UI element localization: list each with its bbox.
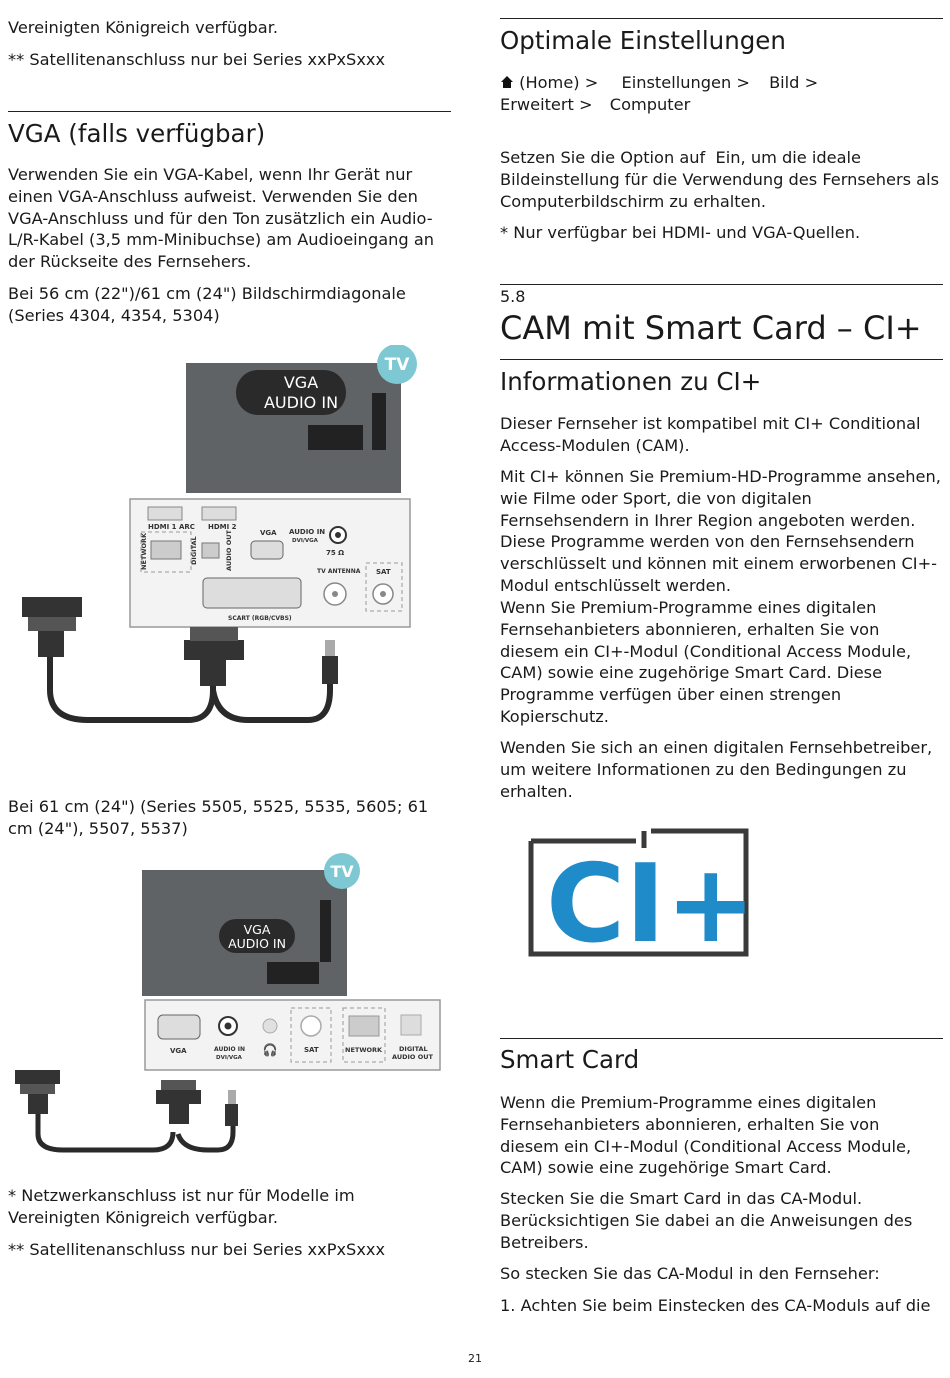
divider	[500, 1038, 943, 1039]
svg-text:VGA: VGA	[170, 1047, 187, 1055]
svg-text:🎧: 🎧	[263, 1043, 278, 1057]
ci-info-paragraph-3: Wenn Sie Premium-Programme eines digital…	[500, 598, 912, 726]
svg-text:DVI/VGA: DVI/VGA	[216, 1055, 243, 1061]
breadcrumb-picture: Bild >	[769, 73, 819, 92]
text-top-2: ** Satellitenanschluss nur bei Series xx…	[8, 50, 386, 69]
svg-text:75 Ω: 75 Ω	[326, 549, 344, 557]
note-satellite: ** Satellitenanschluss nur bei Series xx…	[8, 1240, 386, 1259]
ci-info-heading: Informationen zu CI+	[500, 367, 762, 396]
svg-text:SAT: SAT	[376, 568, 391, 576]
svg-text:VGA: VGA	[260, 529, 277, 537]
divider	[500, 359, 943, 360]
svg-text:HDMI 1 ARC: HDMI 1 ARC	[148, 523, 195, 531]
smart-card-paragraph-1: Wenn die Premium-Programme eines digital…	[500, 1093, 912, 1178]
svg-text:AUDIO IN: AUDIO IN	[228, 936, 286, 951]
svg-text:AUDIO IN: AUDIO IN	[214, 1046, 245, 1053]
smart-card-heading: Smart Card	[500, 1045, 640, 1074]
breadcrumb: (Home) > Einstellungen > Bild >	[500, 72, 818, 94]
svg-text:DIGITAL: DIGITAL	[399, 1045, 428, 1053]
tv-badge	[377, 345, 417, 384]
svg-text:SAT: SAT	[304, 1046, 319, 1054]
svg-text:HDMI 2: HDMI 2	[208, 523, 237, 531]
svg-text:NETWORK: NETWORK	[140, 532, 148, 570]
svg-text:NETWORK: NETWORK	[345, 1046, 383, 1054]
section-number: 5.8	[500, 287, 526, 306]
smart-card-paragraph-3: So stecken Sie das CA-Modul in den Ferns…	[500, 1264, 880, 1283]
svg-text:SCART (RGB/CVBS): SCART (RGB/CVBS)	[228, 615, 292, 622]
breadcrumb-settings: Einstellungen >	[621, 73, 750, 92]
svg-text:DVI/VGA: DVI/VGA	[292, 538, 319, 544]
vga-heading: VGA (falls verfügbar)	[8, 119, 266, 148]
page-number: 21	[468, 1352, 482, 1365]
audio-in-label: AUDIO IN	[264, 393, 338, 412]
svg-text:AUDIO OUT: AUDIO OUT	[392, 1053, 434, 1061]
vga-connection-figure-2: VGA AUDIO IN TV VGA AUDIO IN DVI/VGA 🎧 S…	[15, 853, 441, 1153]
svg-text:VGA: VGA	[244, 922, 271, 937]
breadcrumb-home: (Home) >	[519, 73, 599, 92]
text-top-1: Vereinigten Königreich verfügbar.	[8, 18, 279, 37]
vga-paragraph-1: Verwenden Sie ein VGA-Kabel, wenn Ihr Ge…	[8, 165, 434, 272]
divider	[8, 111, 451, 112]
vga-paragraph-3: Bei 61 cm (24") (Series 5505, 5525, 5535…	[8, 797, 429, 838]
divider	[500, 18, 943, 19]
ci-info-paragraph-1: Dieser Fernseher ist kompatibel mit CI+ …	[500, 414, 921, 455]
svg-text:TV ANTENNA: TV ANTENNA	[317, 568, 361, 575]
tv-badge-2	[324, 853, 360, 889]
optimal-paragraph-2: * Nur verfügbar bei HDMI- und VGA-Quelle…	[500, 223, 861, 242]
svg-text:TV: TV	[330, 862, 354, 881]
ci-info-paragraph-4: Wenden Sie sich an einen digitalen Ferns…	[500, 738, 933, 801]
option-value-on: Ein	[715, 148, 741, 167]
section-title: CAM mit Smart Card – CI+	[500, 309, 922, 347]
svg-text:DIGITAL: DIGITAL	[190, 536, 198, 565]
ci-plus-logo-text: CI+	[546, 842, 752, 966]
optimal-settings-heading: Optimale Einstellungen	[500, 26, 786, 55]
vga-label: VGA	[284, 373, 318, 392]
breadcrumb-computer: Computer	[609, 95, 691, 114]
breadcrumb-line-2: Erweitert > Computer	[500, 94, 690, 116]
note-network: * Netzwerkanschluss ist nur für Modelle …	[8, 1186, 355, 1227]
smart-card-paragraph-2: Stecken Sie die Smart Card in das CA-Mod…	[500, 1189, 913, 1252]
breadcrumb-advanced: Erweitert >	[500, 95, 593, 114]
svg-text:TV: TV	[385, 355, 411, 375]
optimal-paragraph-1: Setzen Sie die Option auf Ein, um die id…	[500, 148, 940, 211]
svg-text:AUDIO OUT: AUDIO OUT	[225, 529, 233, 571]
divider	[500, 284, 943, 285]
vga-paragraph-2: Bei 56 cm (22")/61 cm (24") Bildschirmdi…	[8, 284, 406, 325]
home-icon	[501, 76, 513, 88]
ci-plus-logo: CI+	[528, 828, 752, 966]
svg-text:AUDIO IN: AUDIO IN	[289, 528, 325, 536]
ci-info-paragraph-2: Mit CI+ können Sie Premium-HD-Programme …	[500, 467, 941, 595]
smart-card-paragraph-4: 1. Achten Sie beim Einstecken des CA-Mod…	[500, 1296, 931, 1315]
vga-connection-figure-1: VGA AUDIO IN TV HDMI 1 ARC HDMI 2 NETWOR…	[22, 345, 417, 723]
